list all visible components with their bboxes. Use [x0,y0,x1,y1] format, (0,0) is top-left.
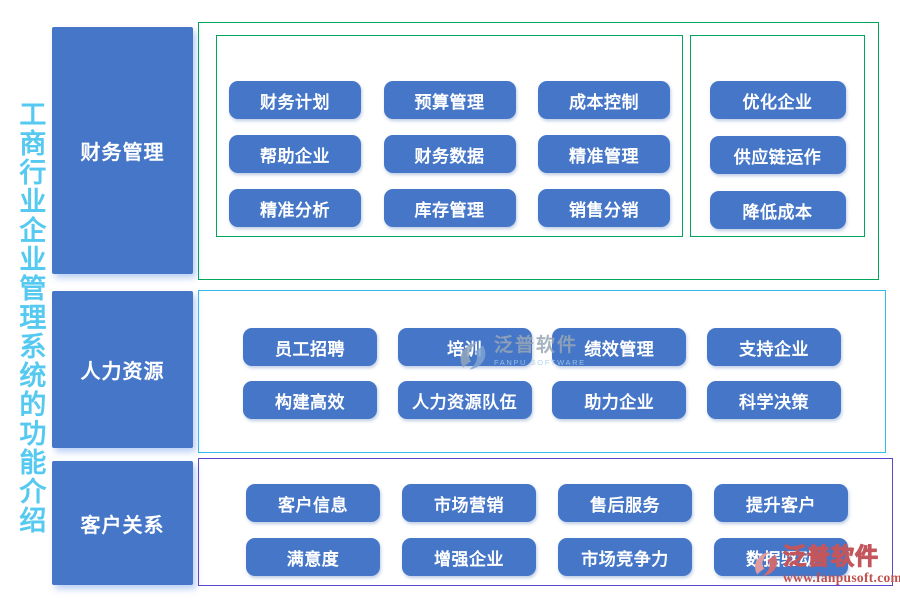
feature-chip-scientific-decision[interactable]: 科学决策 [706,381,841,419]
finance-outer-border [198,22,879,280]
feature-chip-cost-control[interactable]: 成本控制 [538,81,670,119]
feature-chip-hr-team[interactable]: 人力资源队伍 [397,381,532,419]
feature-chip-finance-data[interactable]: 财务数据 [383,135,516,173]
feature-chip-improve-customer[interactable]: 提升客户 [714,484,848,522]
feature-chip-optimize-enterprise[interactable]: 优化企业 [709,81,846,119]
section-header-finance: 财务管理 [52,27,193,274]
feature-chip-precise-mgmt[interactable]: 精准管理 [538,135,670,173]
finance-grid-box: 财务计划 预算管理 成本控制 帮助企业 财务数据 精准管理 精准分析 库存管理 … [216,35,683,237]
feature-chip-empower-enterprise[interactable]: 助力企业 [552,381,687,419]
feature-chip-reduce-cost[interactable]: 降低成本 [709,191,846,229]
feature-chip-performance-mgmt[interactable]: 绩效管理 [552,328,687,366]
finance-row-2: 帮助企业 财务数据 精准管理 [229,135,670,173]
finance-row-3: 精准分析 库存管理 销售分销 [229,189,670,227]
feature-chip-training[interactable]: 培训 [397,328,532,366]
feature-chip-data-driven[interactable]: 数据驱动 [714,538,848,576]
vertical-page-title: 工商行业企业管理系统的功能介绍 [15,100,46,535]
feature-chip-help-enterprise[interactable]: 帮助企业 [229,135,361,173]
hr-row-2: 构建高效 人力资源队伍 助力企业 科学决策 [243,381,841,419]
section-header-crm: 客户关系 [52,461,193,585]
crm-row-2: 满意度 增强企业 市场竞争力 数据驱动 [246,538,848,576]
feature-chip-after-sales[interactable]: 售后服务 [558,484,692,522]
hr-box: 员工招聘 培训 绩效管理 支持企业 构建高效 人力资源队伍 助力企业 科学决策 [198,290,886,453]
feature-chip-sales-distribution[interactable]: 销售分销 [538,189,670,227]
feature-chip-build-efficient[interactable]: 构建高效 [243,381,377,419]
feature-chip-strengthen-enterprise[interactable]: 增强企业 [402,538,536,576]
feature-chip-recruiting[interactable]: 员工招聘 [243,328,377,366]
feature-chip-market-competitiveness[interactable]: 市场竞争力 [558,538,692,576]
feature-chip-budget-mgmt[interactable]: 预算管理 [383,81,516,119]
crm-row-1: 客户信息 市场营销 售后服务 提升客户 [246,484,848,522]
feature-chip-satisfaction[interactable]: 满意度 [246,538,380,576]
feature-chip-marketing[interactable]: 市场营销 [402,484,536,522]
feature-chip-finance-plan[interactable]: 财务计划 [229,81,361,119]
hr-row-1: 员工招聘 培训 绩效管理 支持企业 [243,328,841,366]
finance-row-1: 财务计划 预算管理 成本控制 [229,81,670,119]
feature-chip-precise-analysis[interactable]: 精准分析 [229,189,361,227]
feature-chip-customer-info[interactable]: 客户信息 [246,484,380,522]
feature-chip-supply-chain[interactable]: 供应链运作 [709,136,846,174]
crm-box: 客户信息 市场营销 售后服务 提升客户 满意度 增强企业 市场竞争力 数据驱动 [198,458,893,586]
finance-side-box: 优化企业 供应链运作 降低成本 [690,35,865,237]
feature-chip-inventory-mgmt[interactable]: 库存管理 [383,189,516,227]
feature-chip-support-enterprise[interactable]: 支持企业 [706,328,841,366]
section-header-hr: 人力资源 [52,291,193,448]
